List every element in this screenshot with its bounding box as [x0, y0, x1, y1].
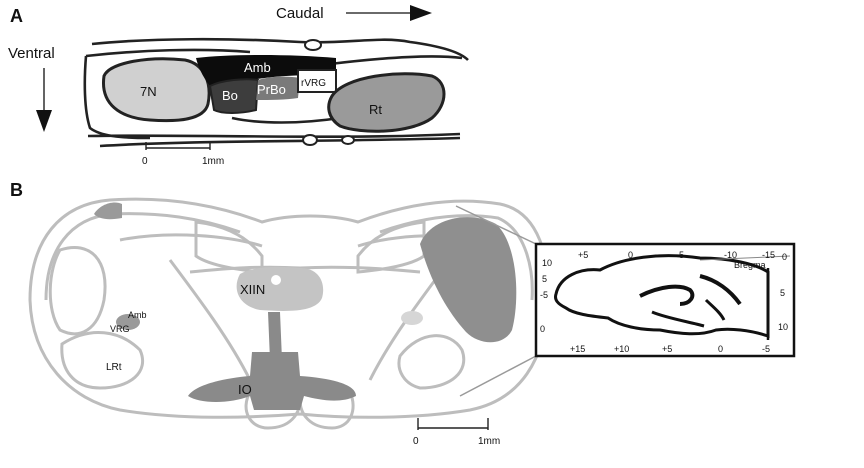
inset-bottom-tick-1: +15	[570, 344, 585, 354]
region-bo-label: Bo	[222, 88, 238, 103]
inset-top-tick-2: 0	[628, 250, 633, 260]
inset-brain-outline	[554, 254, 770, 339]
section-inner-top	[85, 48, 251, 58]
section-dorsal-right	[356, 220, 426, 274]
region-rvrg	[297, 69, 337, 93]
section-ventral-right	[298, 391, 355, 430]
region-rvrg-label: rVRG	[301, 78, 326, 89]
inset-bottom-tick-4: 0	[718, 344, 723, 354]
section-fiber-line	[231, 116, 341, 124]
sagittal-section	[83, 37, 469, 148]
inset-brain-structure-1	[639, 284, 695, 306]
region-prbo	[256, 76, 300, 100]
vessel-bottom-2	[341, 135, 355, 145]
inset-bregma-line	[699, 255, 791, 261]
region-7n-label: 7N	[140, 84, 157, 99]
section-dorsal-line	[329, 55, 463, 66]
inset-top-tick-5: -15	[762, 250, 775, 260]
region-bo	[208, 78, 260, 114]
section-left-lobe	[48, 245, 107, 336]
inset-bottom-tick-3: +5	[662, 344, 672, 354]
region-vrg-marker	[116, 314, 140, 330]
section-bottom-edge	[87, 132, 461, 139]
ventral-arrow-head	[36, 110, 52, 132]
region-xiin-label: XIIN	[240, 282, 265, 297]
inset-brain-structure-2	[699, 274, 742, 306]
panel-a-scale-bar	[145, 142, 211, 150]
region-7n	[102, 57, 211, 123]
region-amb-b-label: Amb	[128, 310, 147, 320]
inset-top-tick-4: -10	[724, 250, 737, 260]
region-corner-left	[94, 202, 122, 220]
region-right-spot	[401, 311, 423, 325]
inset-right-tick-2: 5	[780, 288, 785, 298]
inset-top-tick-3: -5	[676, 250, 684, 260]
panel-b-scale-end: 1mm	[478, 436, 500, 447]
section-lrt-outline	[60, 331, 144, 390]
central-canal	[271, 275, 281, 285]
inset-left-tick-3: -5	[540, 290, 548, 300]
panel-a-scale-start: 0	[142, 156, 148, 167]
section-dorsal-left	[194, 220, 264, 274]
inset-bottom-tick-2: +10	[614, 344, 629, 354]
inset-left-tick-2: 5	[542, 274, 547, 284]
panel-a-scale-end: 1mm	[202, 156, 224, 167]
vessel-bottom-1	[302, 134, 318, 146]
panel-b-scale-bar	[417, 418, 489, 430]
inset-brain-structure-3	[704, 298, 726, 321]
inset-left-tick-4: 0	[540, 324, 545, 334]
inset-bregma-label: Bregma	[734, 260, 766, 270]
region-rt-label: Rt	[369, 102, 382, 117]
panel-b-scale-start: 0	[413, 436, 419, 447]
region-amb	[196, 55, 336, 86]
vessel-top	[304, 39, 322, 51]
section-right-ventral	[397, 334, 466, 390]
section-inner-left	[44, 212, 241, 301]
region-prbo-label: PrBo	[257, 82, 286, 97]
inset-bottom-tick-5: -5	[762, 344, 770, 354]
section-top-edge	[91, 37, 469, 61]
inset-brain-structure-4	[651, 310, 705, 328]
inset-right-tick-3: 10	[778, 322, 788, 332]
midline-raphe	[268, 312, 282, 360]
projection-line-top	[455, 205, 537, 245]
caudal-label: Caudal	[276, 5, 324, 22]
region-amb-label: Amb	[244, 60, 271, 75]
caudal-arrow-head	[410, 5, 432, 21]
inset: +5 0 -5 -10 -15 +15 +10 +5 0 -5 10 5 -5 …	[534, 242, 796, 358]
section-ventral-left	[244, 391, 302, 430]
projection-line-bottom	[459, 355, 537, 397]
section-left-edge	[83, 55, 151, 140]
region-lrt-label: LRt	[106, 362, 122, 373]
panel-a-label: A	[10, 6, 23, 26]
panel-b-label: B	[10, 180, 23, 200]
region-io-label: IO	[238, 382, 252, 397]
inset-right-tick-1: 0	[782, 252, 787, 262]
section-bottom-edge-2	[99, 136, 461, 148]
region-io	[188, 352, 356, 410]
inset-left-tick-1: 10	[542, 258, 552, 268]
region-xiin	[236, 266, 324, 311]
region-rt	[327, 72, 446, 133]
region-vrg-label: VRG	[110, 324, 130, 334]
ventral-label: Ventral	[8, 45, 55, 62]
region-right-sagittal-highlight	[420, 217, 517, 343]
inset-top-tick-1: +5	[578, 250, 588, 260]
section-diag-left	[168, 259, 252, 381]
